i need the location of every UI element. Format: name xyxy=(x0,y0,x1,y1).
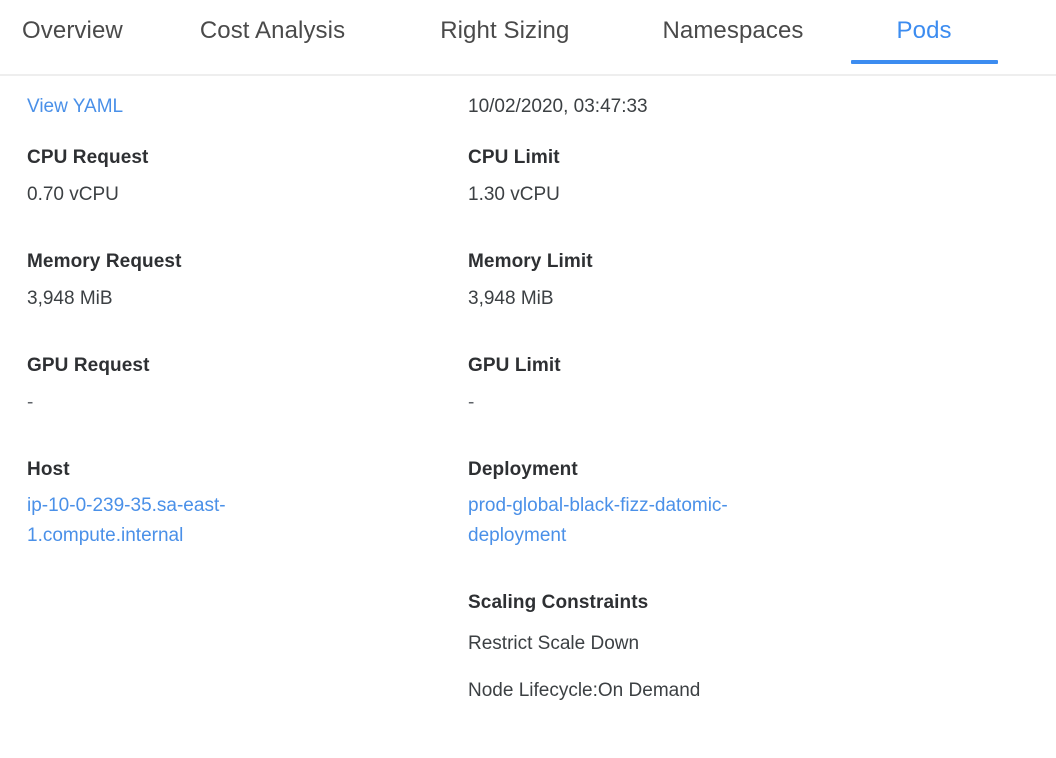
tab-namespaces-label: Namespaces xyxy=(662,17,804,44)
tab-active-underline xyxy=(850,60,998,64)
field-gpu-request: GPU Request - xyxy=(27,355,464,418)
constraint-node-lifecycle: Node Lifecycle:On Demand xyxy=(468,680,701,702)
constraint-restrict-scale-down: Restrict Scale Down xyxy=(468,633,640,655)
view-yaml-link[interactable]: View YAML xyxy=(27,96,124,117)
field-gpu-limit: GPU Limit - xyxy=(468,355,1056,418)
tab-list: Overview Cost Analysis Right Sizing Name… xyxy=(0,0,1056,74)
field-cpu-request: CPU Request 0.70 vCPU xyxy=(27,147,464,210)
field-memory-request-value: 3,948 MiB xyxy=(27,287,113,309)
tab-cost-analysis[interactable]: Cost Analysis xyxy=(200,0,345,43)
pod-detail-panel: View YAML CPU Request 0.70 vCPU Memory R… xyxy=(0,76,1056,703)
scaling-constraints-section: Scaling Constraints Restrict Scale Down … xyxy=(468,592,1056,702)
field-memory-limit-value: 3,948 MiB xyxy=(468,287,554,309)
field-cpu-request-value: 0.70 vCPU xyxy=(27,183,119,205)
field-deployment-value-link[interactable]: prod-global-black-fizz-datomic-deploymen… xyxy=(468,495,728,547)
field-cpu-limit-value: 1.30 vCPU xyxy=(468,183,560,205)
field-host-label: Host xyxy=(27,458,70,480)
field-gpu-limit-label: GPU Limit xyxy=(468,354,561,376)
tab-pods-label: Pods xyxy=(896,17,952,44)
field-cpu-limit: CPU Limit 1.30 vCPU xyxy=(468,147,1056,210)
tab-bar: Overview Cost Analysis Right Sizing Name… xyxy=(0,0,1056,76)
field-host-value-link[interactable]: ip-10-0-239-35.sa-east-1.compute.interna… xyxy=(27,495,226,547)
tab-pods[interactable]: Pods xyxy=(850,0,998,64)
field-memory-request: Memory Request 3,948 MiB xyxy=(27,251,464,314)
detail-column-right: 10/02/2020, 03:47:33 CPU Limit 1.30 vCPU… xyxy=(464,76,1056,703)
field-memory-limit: Memory Limit 3,948 MiB xyxy=(468,251,1056,314)
field-gpu-request-label: GPU Request xyxy=(27,354,150,376)
timestamp-row: 10/02/2020, 03:47:33 xyxy=(468,76,1056,118)
field-gpu-request-value: - xyxy=(27,391,34,413)
detail-columns: View YAML CPU Request 0.70 vCPU Memory R… xyxy=(0,76,1056,703)
tab-right-sizing-label: Right Sizing xyxy=(440,17,570,44)
tab-overview-label: Overview xyxy=(22,17,123,44)
field-gpu-limit-value: - xyxy=(468,391,475,413)
field-cpu-limit-label: CPU Limit xyxy=(468,147,560,168)
field-cpu-request-label: CPU Request xyxy=(27,147,149,168)
detail-column-left: View YAML CPU Request 0.70 vCPU Memory R… xyxy=(0,76,464,551)
field-memory-limit-label: Memory Limit xyxy=(468,250,593,272)
field-host: Host ip-10-0-239-35.sa-east-1.compute.in… xyxy=(27,459,464,552)
field-deployment-label: Deployment xyxy=(468,458,578,480)
view-yaml-row: View YAML xyxy=(27,76,464,118)
tab-right-sizing[interactable]: Right Sizing xyxy=(440,0,569,43)
tab-overview[interactable]: Overview xyxy=(22,0,123,43)
field-deployment: Deployment prod-global-black-fizz-datomi… xyxy=(468,459,1056,552)
tab-namespaces[interactable]: Namespaces xyxy=(662,0,803,43)
pod-timestamp: 10/02/2020, 03:47:33 xyxy=(468,96,648,117)
field-memory-request-label: Memory Request xyxy=(27,250,182,272)
tab-cost-analysis-label: Cost Analysis xyxy=(199,17,346,44)
scaling-constraints-title: Scaling Constraints xyxy=(468,592,649,614)
